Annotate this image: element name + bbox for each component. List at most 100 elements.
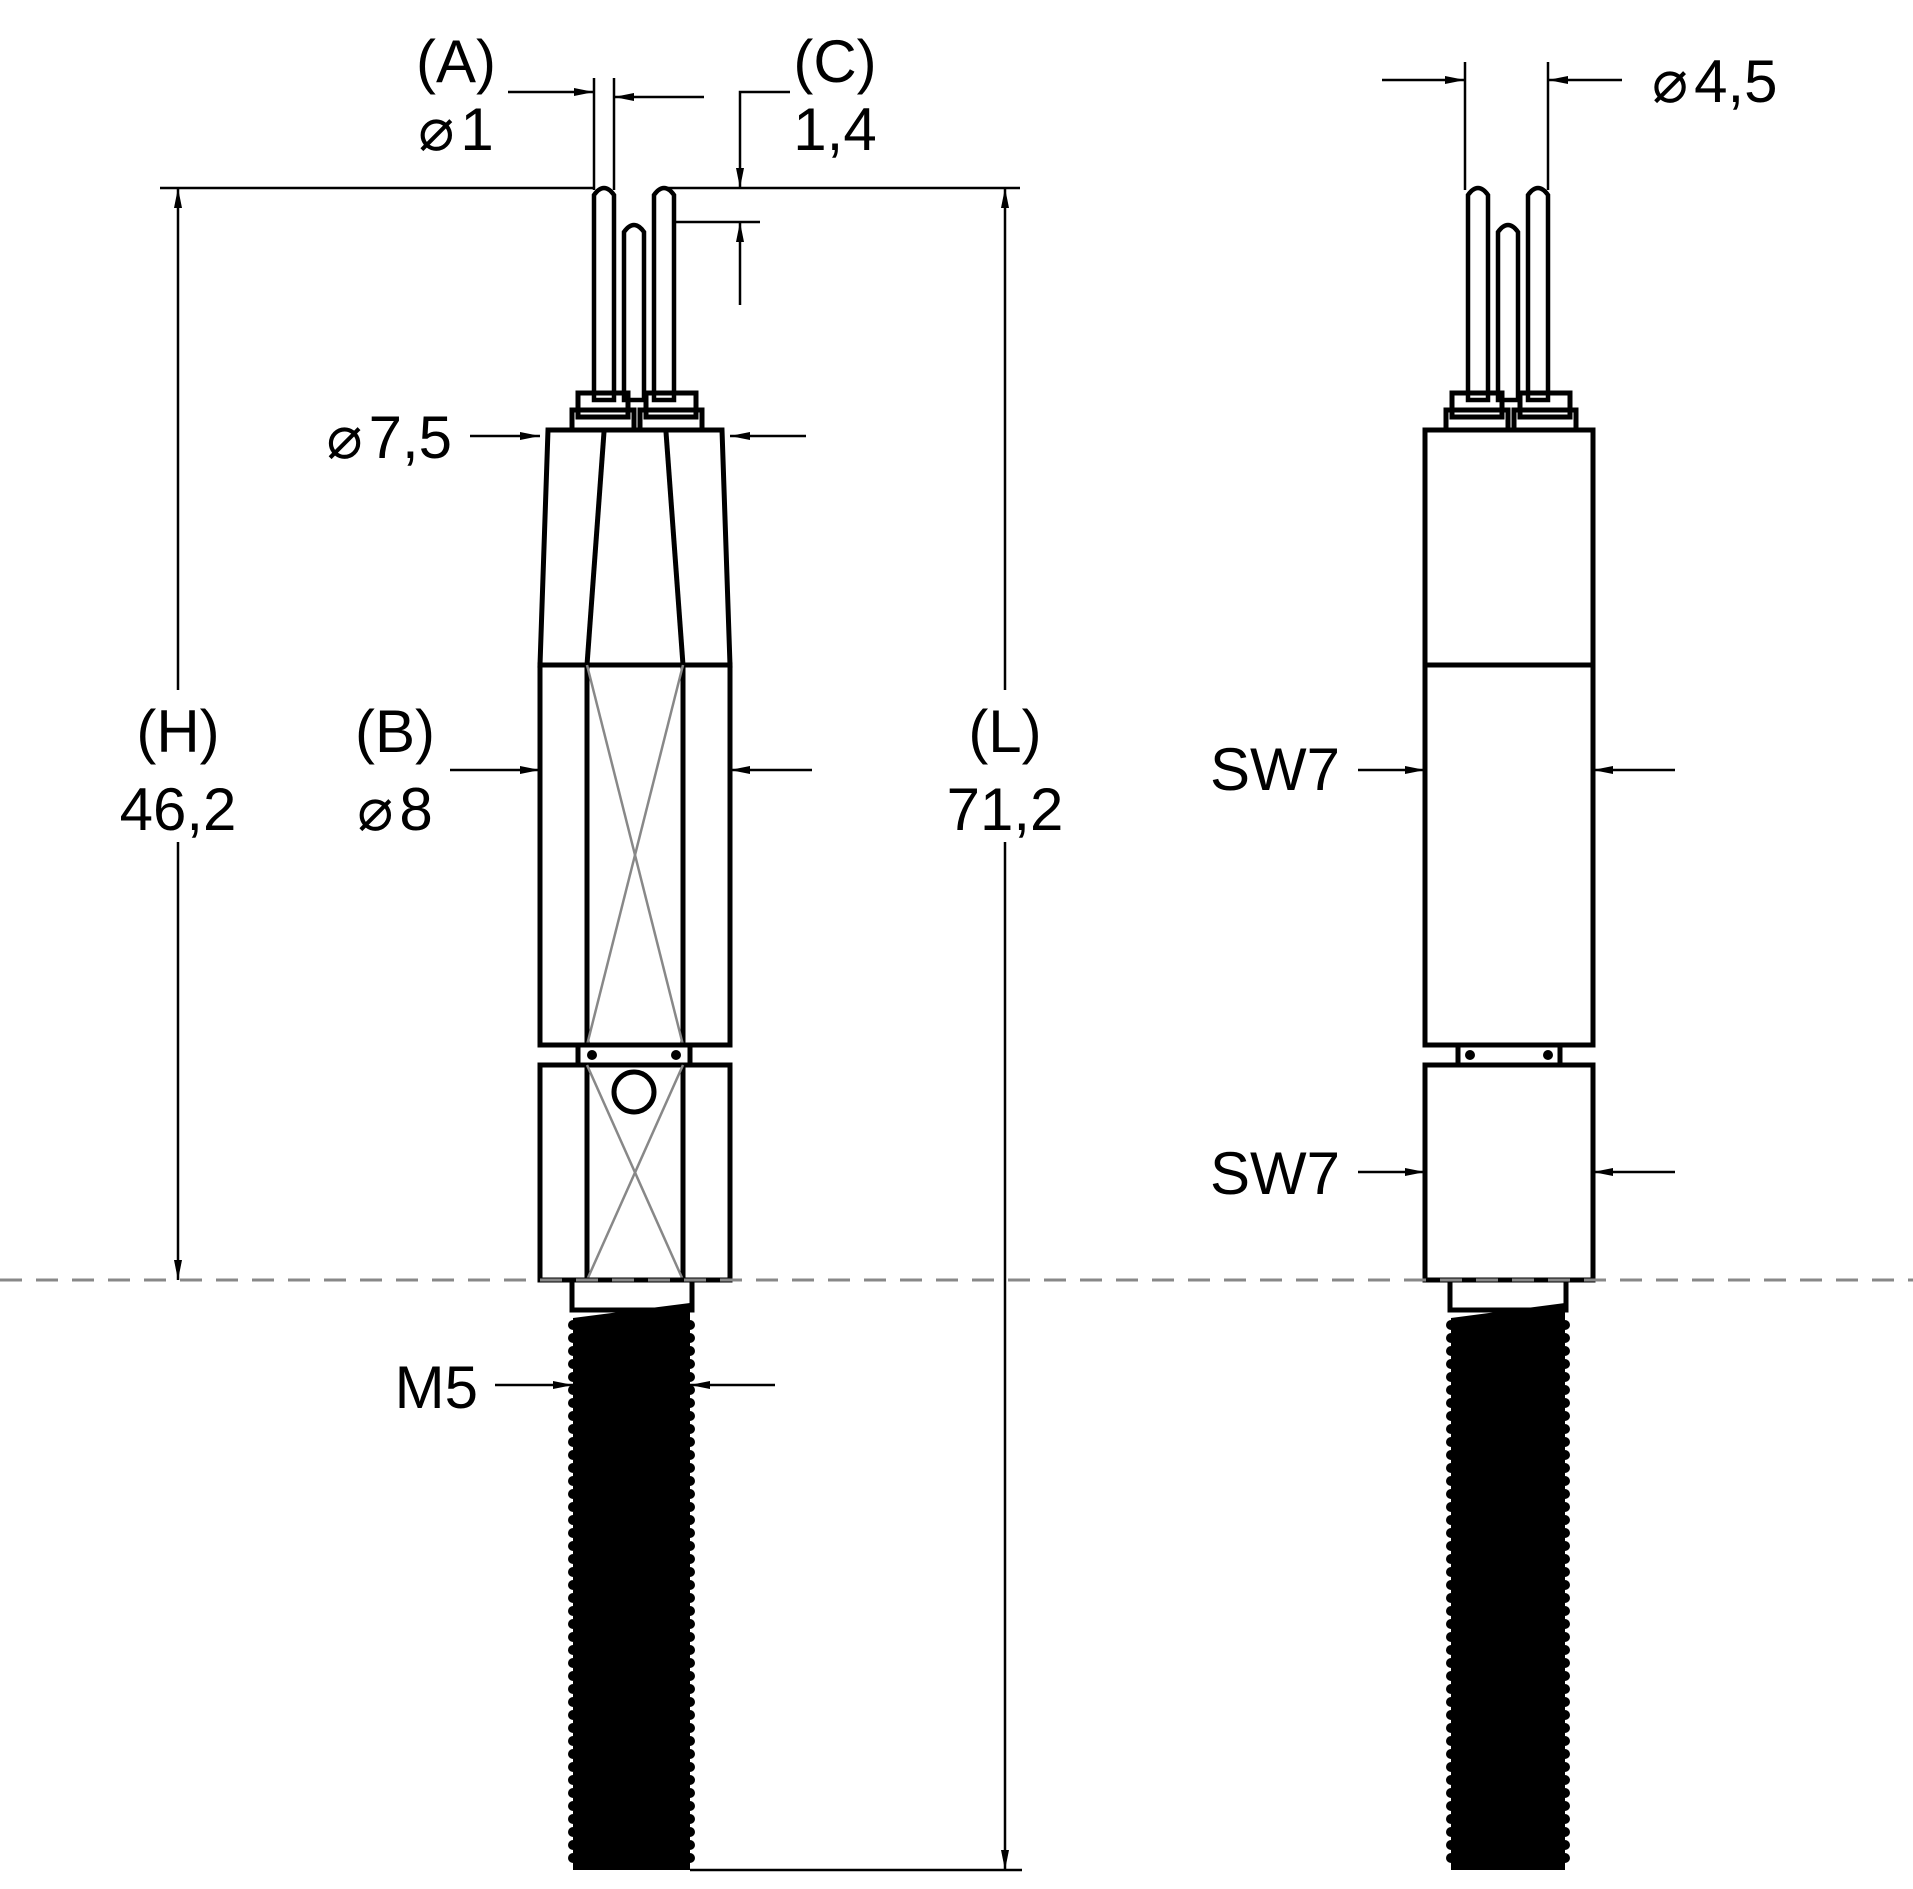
thread-tooth	[1446, 1593, 1456, 1603]
thread-tooth	[568, 1814, 578, 1824]
thread-tooth	[568, 1749, 578, 1759]
dim-sw-upper: SW7	[1210, 736, 1675, 803]
thread-tooth	[1560, 1541, 1570, 1551]
thread-tooth	[568, 1515, 578, 1525]
thread-tooth	[1446, 1372, 1456, 1382]
thread-tooth	[1560, 1788, 1570, 1798]
thread-tooth	[1560, 1580, 1570, 1590]
thread-tooth	[1446, 1671, 1456, 1681]
thread-tooth	[568, 1645, 578, 1655]
dim-c-value: 1,4	[793, 96, 876, 163]
thread-tooth	[568, 1554, 578, 1564]
thread-tooth	[685, 1801, 695, 1811]
thread-tooth	[685, 1593, 695, 1603]
thread-tooth	[1446, 1554, 1456, 1564]
thread-tooth	[1560, 1489, 1570, 1499]
thread-tooth	[568, 1372, 578, 1382]
dim-l: (L) 71,2	[690, 188, 1064, 1872]
thread-tooth	[1446, 1385, 1456, 1395]
thread-tooth	[685, 1411, 695, 1421]
thread-tooth	[1446, 1528, 1456, 1538]
thread-tooth	[685, 1385, 695, 1395]
thread-tooth	[1560, 1814, 1570, 1824]
dim-c: (C) 1,4	[660, 28, 1020, 305]
thread-tooth	[568, 1541, 578, 1551]
thread-tooth	[1446, 1775, 1456, 1785]
thread-tooth	[1560, 1801, 1570, 1811]
thread-tooth	[568, 1528, 578, 1538]
thread-tooth	[568, 1775, 578, 1785]
thread-teeth	[568, 1320, 695, 1863]
thread-tooth	[685, 1502, 695, 1512]
dim-b: (B) ⌀8	[355, 698, 812, 843]
dim-h-value: 46,2	[120, 776, 237, 843]
thread-tooth	[1446, 1580, 1456, 1590]
thread-tooth	[568, 1385, 578, 1395]
thread-tooth	[1446, 1619, 1456, 1629]
thread-tooth	[1446, 1788, 1456, 1798]
thread-tooth	[568, 1632, 578, 1642]
thread-tooth	[1560, 1554, 1570, 1564]
thread-tooth	[1446, 1827, 1456, 1837]
thread-tooth	[568, 1788, 578, 1798]
thread-tooth	[1560, 1710, 1570, 1720]
thread-tooth	[1560, 1853, 1570, 1863]
thread-shaft	[573, 1303, 690, 1870]
thread-tooth	[1446, 1502, 1456, 1512]
thread-tooth	[685, 1840, 695, 1850]
dim-a-value: ⌀1	[418, 96, 494, 163]
dim-l-value: 71,2	[947, 776, 1064, 843]
thread-tooth	[1560, 1632, 1570, 1642]
thread-tooth	[1446, 1749, 1456, 1759]
thread-tooth	[1446, 1723, 1456, 1733]
thread-tooth	[685, 1710, 695, 1720]
thread-tooth	[1446, 1645, 1456, 1655]
thread-tooth	[685, 1541, 695, 1551]
thread-tooth	[1446, 1398, 1456, 1408]
dim-b-tag: (B)	[355, 698, 435, 765]
thread-tooth	[1560, 1593, 1570, 1603]
thread-tooth	[1560, 1567, 1570, 1577]
thread-tooth	[1560, 1476, 1570, 1486]
thread-tooth	[685, 1515, 695, 1525]
thread-tooth	[1560, 1723, 1570, 1733]
dim-top-dia-value: ⌀7,5	[326, 404, 452, 471]
thread-tooth	[685, 1684, 695, 1694]
thread-tooth	[568, 1619, 578, 1629]
thread-tooth	[1446, 1567, 1456, 1577]
thread-tooth	[685, 1645, 695, 1655]
thread-tooth	[568, 1424, 578, 1434]
thread-tooth	[685, 1749, 695, 1759]
dim-l-tag: (L)	[968, 698, 1041, 765]
thread-tooth	[1560, 1502, 1570, 1512]
thread-tooth	[568, 1671, 578, 1681]
thread-tooth	[1446, 1840, 1456, 1850]
side-view	[1422, 185, 1596, 1870]
lower-hex-body	[537, 1062, 733, 1283]
vent-hole-icon	[611, 1069, 657, 1115]
thread-tooth	[685, 1671, 695, 1681]
thread-tooth	[1560, 1840, 1570, 1850]
thread-tooth	[1446, 1801, 1456, 1811]
thread-tooth	[1446, 1632, 1456, 1642]
thread-tooth	[568, 1333, 578, 1343]
thread-tooth	[1446, 1697, 1456, 1707]
thread-tooth	[1446, 1736, 1456, 1746]
thread-label: M5	[395, 1354, 478, 1421]
thread-tooth	[685, 1463, 695, 1473]
thread-tooth	[1446, 1710, 1456, 1720]
thread-tooth	[1560, 1372, 1570, 1382]
thread-tooth	[1560, 1684, 1570, 1694]
dim-thread: M5	[395, 1354, 775, 1421]
thread-tooth	[1560, 1749, 1570, 1759]
thread-tooth	[685, 1450, 695, 1460]
thread-tooth	[568, 1502, 578, 1512]
thread-tooth	[568, 1658, 578, 1668]
thread-tooth	[1446, 1411, 1456, 1421]
thread-tooth	[685, 1567, 695, 1577]
thread-tooth	[1560, 1411, 1570, 1421]
thread-tooth	[1560, 1515, 1570, 1525]
thread-tooth	[685, 1827, 695, 1837]
thread-tooth	[568, 1736, 578, 1746]
